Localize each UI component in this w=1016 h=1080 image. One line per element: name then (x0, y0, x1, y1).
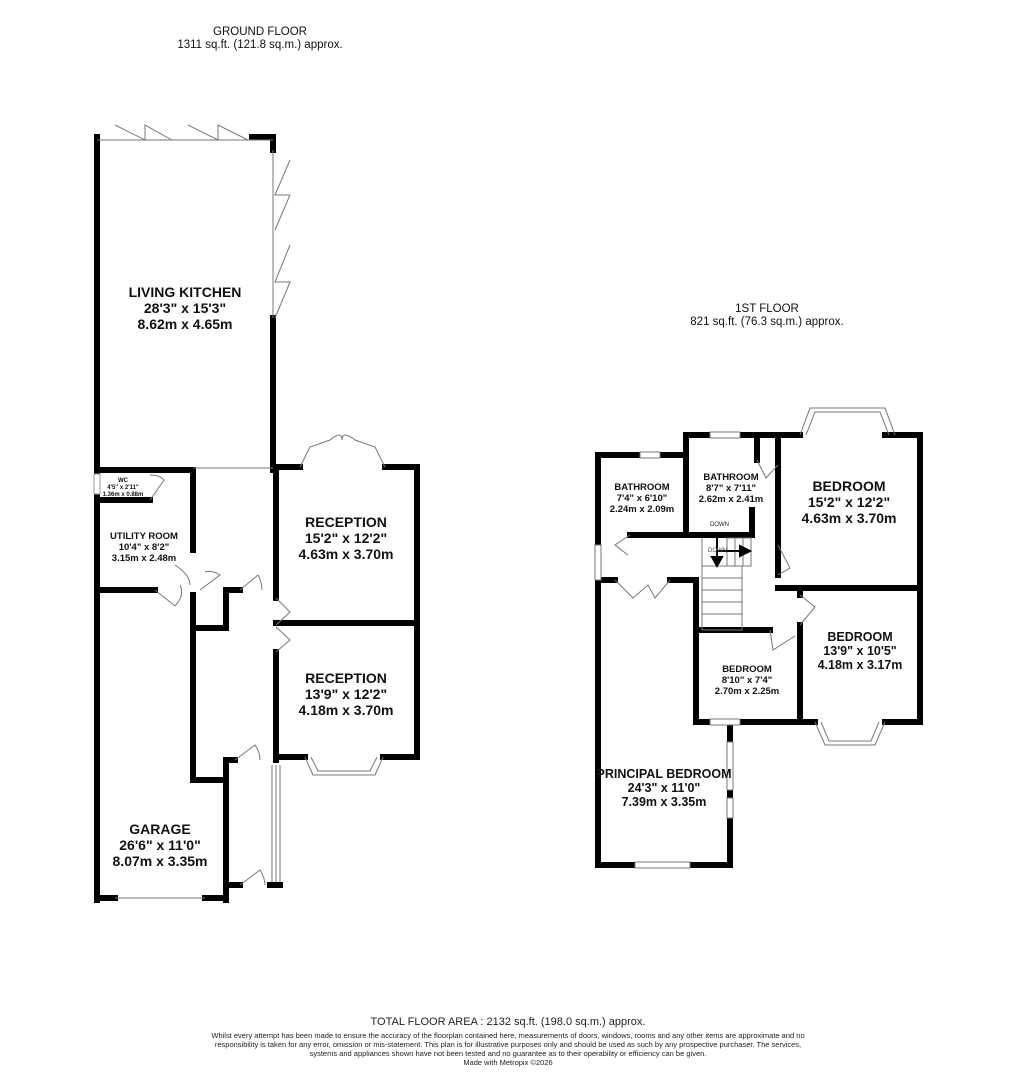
room-metric: 3.15m x 2.48m (111, 553, 177, 564)
room-name: BATHROOM (703, 472, 759, 483)
room-metric: 2.70m x 2.25m (714, 686, 780, 697)
room-imperial: 8'7" x 7'11" (706, 483, 756, 494)
room-name: RECEPTION (305, 670, 387, 686)
room-imperial: 24'3" x 11'0" (627, 781, 701, 795)
first-floor-openings (594, 407, 896, 869)
room-name: GARAGE (129, 821, 191, 837)
stair-arrows (710, 538, 753, 569)
room-imperial: 4'5" x 2'11" (107, 485, 139, 491)
room-garage: GARAGE 26'6" x 11'0" 8.07m x 3.35m (113, 821, 208, 869)
room-name: LIVING KITCHEN (128, 284, 242, 300)
credit: Made with Metropix ©2026 (463, 1058, 553, 1067)
room-metric: 2.24m x 2.09m (609, 504, 675, 515)
ground-floor-area: 1311 sq.ft. (121.8 sq.m.) approx. (177, 39, 343, 51)
room-name: BATHROOM (614, 482, 670, 493)
room-reception-1: RECEPTION 15'2" x 12'2" 4.63m x 3.70m (299, 514, 394, 562)
room-imperial: 15'2" x 12'2" (807, 494, 891, 510)
room-metric: 1.36m x 0.88m (102, 492, 144, 498)
ground-floor-title: GROUND FLOOR (213, 26, 307, 38)
room-bedroom-1: BEDROOM 15'2" x 12'2" 4.63m x 3.70m (802, 478, 897, 526)
room-metric: 4.63m x 3.70m (801, 510, 897, 526)
first-floor-header: 1ST FLOOR 821 sq.ft. (76.3 sq.m.) approx… (657, 303, 877, 329)
room-metric: 4.18m x 3.17m (817, 658, 903, 672)
room-utility: UTILITY ROOM 10'4" x 8'2" 3.15m x 2.48m (110, 531, 178, 564)
room-name: WC (117, 478, 128, 484)
room-metric: 4.18m x 3.70m (298, 702, 394, 718)
room-bedroom-3: BEDROOM 8'10" x 7'4" 2.70m x 2.25m (715, 664, 779, 697)
first-floor-area: 821 sq.ft. (76.3 sq.m.) approx. (690, 316, 844, 328)
room-imperial: 28'3" x 15'3" (143, 300, 227, 316)
room-bedroom-2: BEDROOM 13'9" x 10'5" 4.18m x 3.17m (818, 630, 903, 672)
stair-label-down: DOWN (710, 522, 729, 528)
ground-floor-header: GROUND FLOOR 1311 sq.ft. (121.8 sq.m.) a… (150, 26, 370, 52)
room-name: BEDROOM (827, 630, 893, 644)
footer: TOTAL FLOOR AREA : 2132 sq.ft. (198.0 sq… (0, 1015, 1016, 1067)
room-imperial: 13'9" x 12'2" (304, 686, 388, 702)
room-name: PRINCIPAL BEDROOM (596, 767, 732, 781)
room-metric: 8.62m x 4.65m (137, 316, 233, 332)
room-bathroom-2: BATHROOM 8'7" x 7'11" 2.62m x 2.41m (699, 472, 763, 505)
stair-label-down: DOWN (708, 548, 727, 554)
ground-floor-openings (93, 124, 386, 899)
room-imperial: 15'2" x 12'2" (304, 530, 388, 546)
room-imperial: 7'4" x 6'10" (616, 493, 668, 504)
room-name: UTILITY ROOM (110, 531, 178, 542)
room-name: BEDROOM (812, 478, 886, 494)
room-name: BEDROOM (722, 664, 772, 675)
room-imperial: 10'4" x 8'2" (118, 542, 170, 553)
room-metric: 7.39m x 3.35m (621, 795, 707, 809)
first-floor-title: 1ST FLOOR (735, 303, 799, 315)
room-wc: WC 4'5" x 2'11" 1.36m x 0.88m (103, 478, 144, 499)
room-metric: 2.62m x 2.41m (698, 494, 764, 505)
room-name: RECEPTION (305, 514, 387, 530)
ground-floor-plan (94, 134, 420, 903)
room-metric: 4.63m x 3.70m (298, 546, 394, 562)
room-living-kitchen: LIVING KITCHEN 28'3" x 15'3" 8.62m x 4.6… (129, 284, 242, 332)
total-floor-area: TOTAL FLOOR AREA : 2132 sq.ft. (198.0 sq… (370, 1016, 646, 1028)
disclaimer: Whilst every attempt has been made to en… (211, 1031, 805, 1058)
room-principal-bedroom: PRINCIPAL BEDROOM 24'3" x 11'0" 7.39m x … (597, 767, 732, 809)
room-metric: 8.07m x 3.35m (112, 853, 208, 869)
room-imperial: 13'9" x 10'5" (823, 644, 897, 658)
first-floor-plan (595, 432, 923, 868)
room-imperial: 8'10" x 7'4" (721, 675, 773, 686)
room-imperial: 26'6" x 11'0" (119, 837, 201, 853)
room-bathroom-1: BATHROOM 7'4" x 6'10" 2.24m x 2.09m (610, 482, 674, 515)
room-reception-2: RECEPTION 13'9" x 12'2" 4.18m x 3.70m (299, 670, 394, 718)
